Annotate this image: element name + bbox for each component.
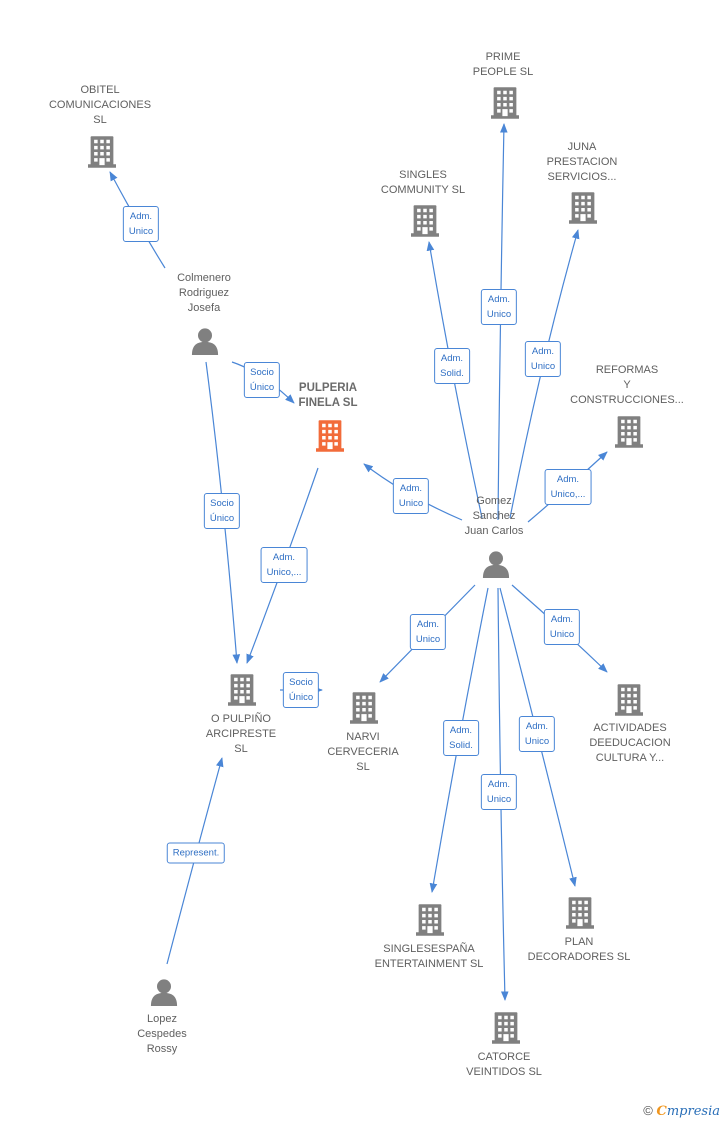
relation-label[interactable]: Adm. Solid.	[434, 348, 470, 384]
catorce-building-icon[interactable]	[492, 1012, 520, 1044]
relation-label[interactable]: Adm. Solid.	[443, 720, 479, 756]
relation-label[interactable]: Adm. Unico	[122, 206, 160, 242]
prime-building-icon[interactable]	[491, 87, 519, 119]
singlesespana-label[interactable]: SINGLESESPAÑA ENTERTAINMENT SL	[374, 943, 484, 970]
relation-label[interactable]: Adm. Unico	[480, 289, 518, 325]
relation-label[interactable]: Adm. Unico,...	[260, 547, 308, 583]
lopez-person-icon[interactable]	[150, 979, 178, 1006]
juna-building-icon[interactable]	[569, 192, 597, 224]
lopez-label[interactable]: Lopez Cespedes Rossy	[137, 1013, 187, 1055]
narvi-label[interactable]: NARVI CERVECERIA SL	[327, 731, 399, 773]
relation-label[interactable]: Adm. Unico	[392, 478, 430, 514]
relation-label[interactable]: Adm. Unico	[518, 716, 556, 752]
obitel-building-icon[interactable]	[88, 136, 116, 168]
relation-label[interactable]: Adm. Unico	[543, 609, 581, 645]
singles-building-icon[interactable]	[411, 205, 439, 237]
pulperia-label[interactable]: PULPERIA FINELA SL	[298, 382, 358, 409]
plan-building-icon[interactable]	[566, 897, 594, 929]
actividades-building-icon[interactable]	[615, 684, 643, 716]
narvi-building-icon[interactable]	[350, 692, 378, 724]
brand-logo: Cmpresia	[656, 1104, 721, 1119]
singlesespana-building-icon[interactable]	[416, 904, 444, 936]
obitel-label[interactable]: OBITEL COMUNICACIONES SL	[48, 84, 152, 126]
relation-label[interactable]: Socio Único	[282, 672, 320, 708]
gomez-label[interactable]: Gomez Sanchez Juan Carlos	[464, 495, 524, 537]
gomez-person-icon[interactable]	[482, 551, 510, 578]
relation-label[interactable]: Adm. Unico,...	[544, 469, 592, 505]
relation-label[interactable]: Adm. Unico	[480, 774, 518, 810]
pulperia-building-icon[interactable]	[316, 420, 344, 452]
reformas-building-icon[interactable]	[615, 416, 643, 448]
relation-label[interactable]: Socio Único	[203, 493, 241, 529]
copyright-icon: ©	[643, 1103, 653, 1118]
footer-brand: © Cmpresia	[643, 1103, 720, 1119]
reformas-label[interactable]: REFORMAS Y CONSTRUCCIONES...	[570, 364, 684, 406]
juna-label[interactable]: JUNA PRESTACION SERVICIOS...	[546, 141, 618, 183]
colmenero-person-icon[interactable]	[191, 328, 219, 355]
colmenero-label[interactable]: Colmenero Rodriguez Josefa	[177, 272, 231, 314]
catorce-label[interactable]: CATORCE VEINTIDOS SL	[466, 1051, 542, 1078]
singles-label[interactable]: SINGLES COMMUNITY SL	[380, 169, 466, 196]
actividades-label[interactable]: ACTIVIDADES DEEDUCACION CULTURA Y...	[589, 722, 671, 764]
plan-label[interactable]: PLAN DECORADORES SL	[527, 936, 631, 963]
pulpino-label[interactable]: O PULPIÑO ARCIPRESTE SL	[205, 713, 277, 755]
prime-label[interactable]: PRIME PEOPLE SL	[472, 51, 534, 78]
relation-label[interactable]: Adm. Unico	[409, 614, 447, 650]
relation-label[interactable]: Represent.	[166, 842, 226, 864]
relation-label[interactable]: Adm. Unico	[524, 341, 562, 377]
pulpino-building-icon[interactable]	[228, 674, 256, 706]
relation-label[interactable]: Socio Único	[243, 362, 281, 398]
